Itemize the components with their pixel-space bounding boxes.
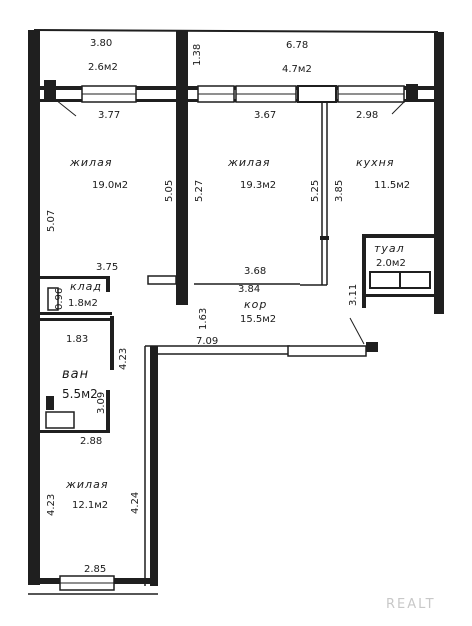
toilet-name: туал bbox=[374, 242, 405, 255]
dim-niche-height: 3.11 bbox=[348, 284, 359, 306]
dim-corridor-top: 3.68 bbox=[244, 266, 266, 277]
dim-storage-height: 0.96 bbox=[54, 288, 65, 310]
toilet-wall-top bbox=[362, 234, 434, 238]
room2-name: жилая bbox=[227, 156, 270, 169]
balcony-door bbox=[297, 85, 337, 103]
watermark: REALT bbox=[386, 597, 436, 612]
room3-area: 12.1м2 bbox=[72, 500, 108, 511]
dim-corridor-bottom: 3.84 bbox=[238, 284, 260, 295]
storage-wall-right bbox=[106, 276, 110, 292]
dim-bath-bottom: 2.88 bbox=[80, 436, 102, 447]
dim-room-bottom-right: 4.24 bbox=[130, 492, 141, 514]
corridor-area: 15.5м2 bbox=[240, 314, 276, 325]
middle-wall bbox=[176, 30, 188, 305]
dim-room-bottom-width: 2.85 bbox=[84, 564, 106, 575]
dim-room-bottom-left: 4.23 bbox=[46, 494, 57, 516]
dim-balcony-middle: 1.38 bbox=[192, 44, 203, 66]
bath-wall-top bbox=[40, 318, 112, 321]
bath-wall-right bbox=[110, 316, 114, 370]
storage-name: клад bbox=[70, 280, 102, 293]
wing-opening bbox=[287, 345, 367, 357]
dim-room-left-bottom: 3.75 bbox=[96, 262, 118, 273]
room3-name: жилая bbox=[65, 478, 108, 491]
kitchen-name: кухня bbox=[356, 156, 394, 169]
dim-room-mid-height-right: 5.25 bbox=[310, 180, 321, 202]
storage-door bbox=[47, 287, 59, 311]
niche-post bbox=[366, 342, 378, 352]
storage-wall-top bbox=[40, 276, 108, 279]
toilet-area: 2.0м2 bbox=[376, 258, 406, 269]
dim-top-left-width: 3.80 bbox=[90, 38, 112, 49]
dimension-labels: 3.80 6.78 1.38 3.77 3.67 2.98 5.07 5.05 … bbox=[46, 38, 378, 575]
dim-room-mid-width: 3.67 bbox=[254, 110, 276, 121]
dim-kitchen-width: 2.98 bbox=[356, 110, 378, 121]
room1-area: 19.0м2 bbox=[92, 180, 128, 191]
corridor-door bbox=[147, 275, 177, 285]
bath-wall-right-low bbox=[106, 390, 110, 432]
balcony-right-area: 4.7м2 bbox=[282, 64, 312, 75]
dim-wing-length: 7.09 bbox=[196, 336, 218, 347]
dim-bath-height: 4.23 bbox=[118, 348, 129, 370]
kitchen-area: 11.5м2 bbox=[374, 180, 410, 191]
room1-name: жилая bbox=[69, 156, 112, 169]
bath-wall-bottom bbox=[40, 430, 110, 433]
dim-left-outer-height: 5.07 bbox=[46, 210, 57, 232]
walls bbox=[28, 29, 444, 595]
dim-bath-side: 3.09 bbox=[96, 392, 107, 414]
toilet-wall-left bbox=[362, 234, 366, 308]
dim-corridor-side: 1.63 bbox=[198, 308, 209, 330]
dim-room-left-height: 5.05 bbox=[164, 180, 175, 202]
toilet-wall-bottom bbox=[362, 294, 444, 297]
door-swing-right bbox=[391, 99, 407, 115]
bath-area: 5.5м2 bbox=[62, 387, 98, 401]
dim-room-mid-height-left: 5.27 bbox=[194, 180, 205, 202]
left-outer-wall bbox=[28, 30, 40, 585]
storage-area: 1.8м2 bbox=[68, 298, 98, 309]
dim-kitchen-height: 3.85 bbox=[334, 180, 345, 202]
bath-name: ван bbox=[62, 367, 89, 382]
corridor-name: кор bbox=[244, 298, 267, 311]
dim-top-right-width: 6.78 bbox=[286, 40, 308, 51]
storage-wall-bottom bbox=[40, 312, 112, 315]
balcony-top-line bbox=[33, 29, 439, 33]
right-outer-wall bbox=[434, 32, 444, 314]
dim-room-left-width: 3.77 bbox=[98, 110, 120, 121]
bath-fixture-dark bbox=[46, 396, 54, 410]
balcony-post-left bbox=[44, 80, 56, 100]
room-labels: 2.6м2 4.7м2 жилая 19.0м2 жилая 19.3м2 ку… bbox=[62, 62, 410, 511]
balcony-left-area: 2.6м2 bbox=[88, 62, 118, 73]
dim-bath-width: 1.83 bbox=[66, 334, 88, 345]
balcony-post-right bbox=[406, 84, 418, 102]
bath-fixture bbox=[45, 411, 75, 429]
corridor-right-diag bbox=[349, 317, 365, 345]
wing-inner-wall bbox=[150, 346, 158, 586]
door-swing-left bbox=[55, 99, 77, 117]
room2-area: 19.3м2 bbox=[240, 180, 276, 191]
kitchen-partition-mark bbox=[320, 236, 329, 240]
